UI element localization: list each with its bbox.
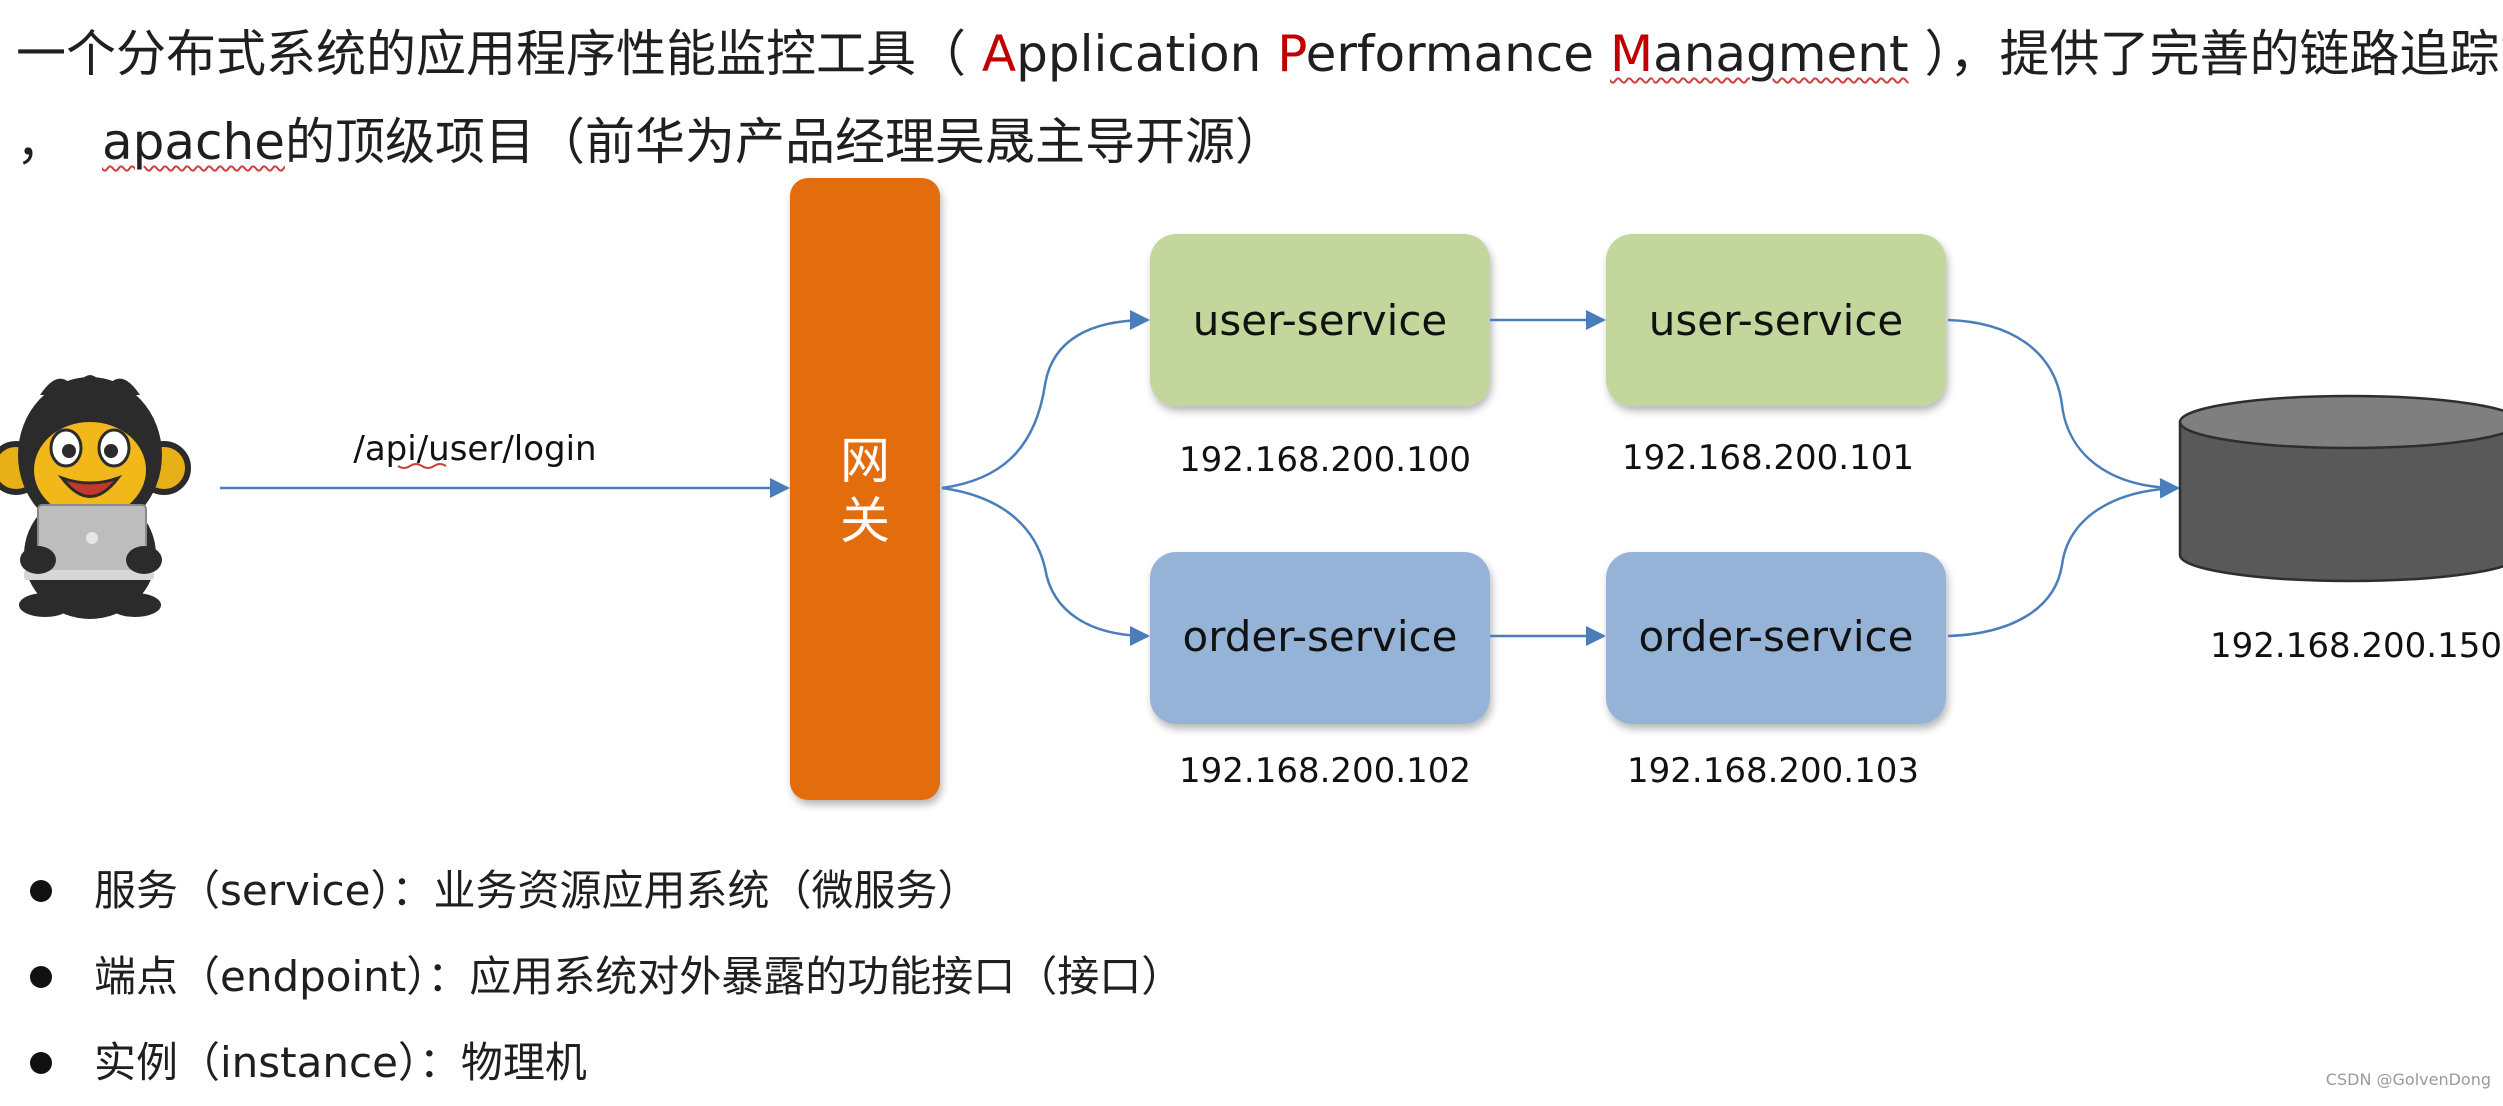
acronym-p: P (1277, 25, 1306, 83)
gateway-box (790, 178, 940, 800)
order-to-db-arrow (1947, 478, 2180, 638)
ip-user-service-2: 192.168.200.101 (1622, 438, 1914, 478)
acronym-m: M (1609, 25, 1654, 83)
order-service-label-2: order-service (1639, 612, 1914, 661)
ip-database: 192.168.200.150 (2210, 626, 2502, 666)
word-application: pplication (1016, 25, 1278, 83)
order-service-box-1: order-service (1150, 552, 1490, 724)
intro-line-2-rest: 的顶级项目（前华为产品经理吴晟主导开源） (284, 113, 1285, 171)
definition-item-instance: 实例（instance）：物理机 (30, 1020, 1183, 1106)
order-service-box-2: order-service (1606, 552, 1946, 724)
definition-text: 实例（instance）：物理机 (94, 1038, 587, 1087)
user-service-box-1: user-service (1150, 234, 1490, 406)
gateway-to-order-arrow (941, 486, 1150, 646)
gateway-to-user-arrow (941, 310, 1150, 490)
word-managment: anagment (1653, 25, 1909, 83)
definition-list: 服务（service）：业务资源应用系统（微服务） 端点（endpoint）：应… (30, 848, 1183, 1106)
ip-user-service-1: 192.168.200.100 (1179, 440, 1471, 480)
definition-item-endpoint: 端点（endpoint）：应用系统对外暴露的功能接口（接口） (30, 934, 1183, 1020)
intro-text: 一个分布式系统的应用程序性能监控工具（ Application Performa… (16, 10, 2503, 186)
acronym-a: A (981, 25, 1017, 83)
bullet-dot (30, 1052, 52, 1074)
user-service-label-1: user-service (1193, 296, 1448, 345)
definition-text: 服务（service）：业务资源应用系统（微服务） (94, 866, 980, 915)
ip-order-service-2: 192.168.200.103 (1627, 751, 1919, 791)
bullet-dot (30, 966, 52, 988)
gateway-label-2: 关 (840, 492, 890, 550)
gateway-label-1: 网 (840, 432, 890, 490)
intro-suffix: ），提供了完善的链路追踪能力 (1924, 25, 2503, 83)
intro-comma: ， (16, 113, 66, 171)
definition-text: 端点（endpoint）：应用系统对外暴露的功能接口（接口） (94, 952, 1184, 1001)
watermark: CSDN @GolvenDong (2325, 1070, 2491, 1089)
word-apache: apache (102, 113, 285, 171)
order-service-label-1: order-service (1183, 612, 1458, 661)
database-cylinder-icon (2178, 394, 2503, 583)
intro-prefix: 一个分布式系统的应用程序性能监控工具（ (16, 25, 982, 83)
intro-line-2: ， apache的顶级项目（前华为产品经理吴晟主导开源） (16, 98, 2496, 186)
word-performance: erformance (1305, 25, 1610, 83)
bullet-dot (30, 880, 52, 902)
user-service-label-2: user-service (1649, 296, 1904, 345)
monkey-with-laptop-icon (0, 375, 191, 619)
user-service-box-2: user-service (1606, 234, 1946, 406)
request-path-label: /api/user/login (353, 429, 596, 469)
ip-order-service-1: 192.168.200.102 (1179, 751, 1471, 791)
definition-item-service: 服务（service）：业务资源应用系统（微服务） (30, 848, 1183, 934)
spellcheck-underline (397, 463, 447, 469)
intro-line-1: 一个分布式系统的应用程序性能监控工具（ Application Performa… (16, 10, 2503, 98)
user-to-db-arrow (1947, 318, 2180, 498)
